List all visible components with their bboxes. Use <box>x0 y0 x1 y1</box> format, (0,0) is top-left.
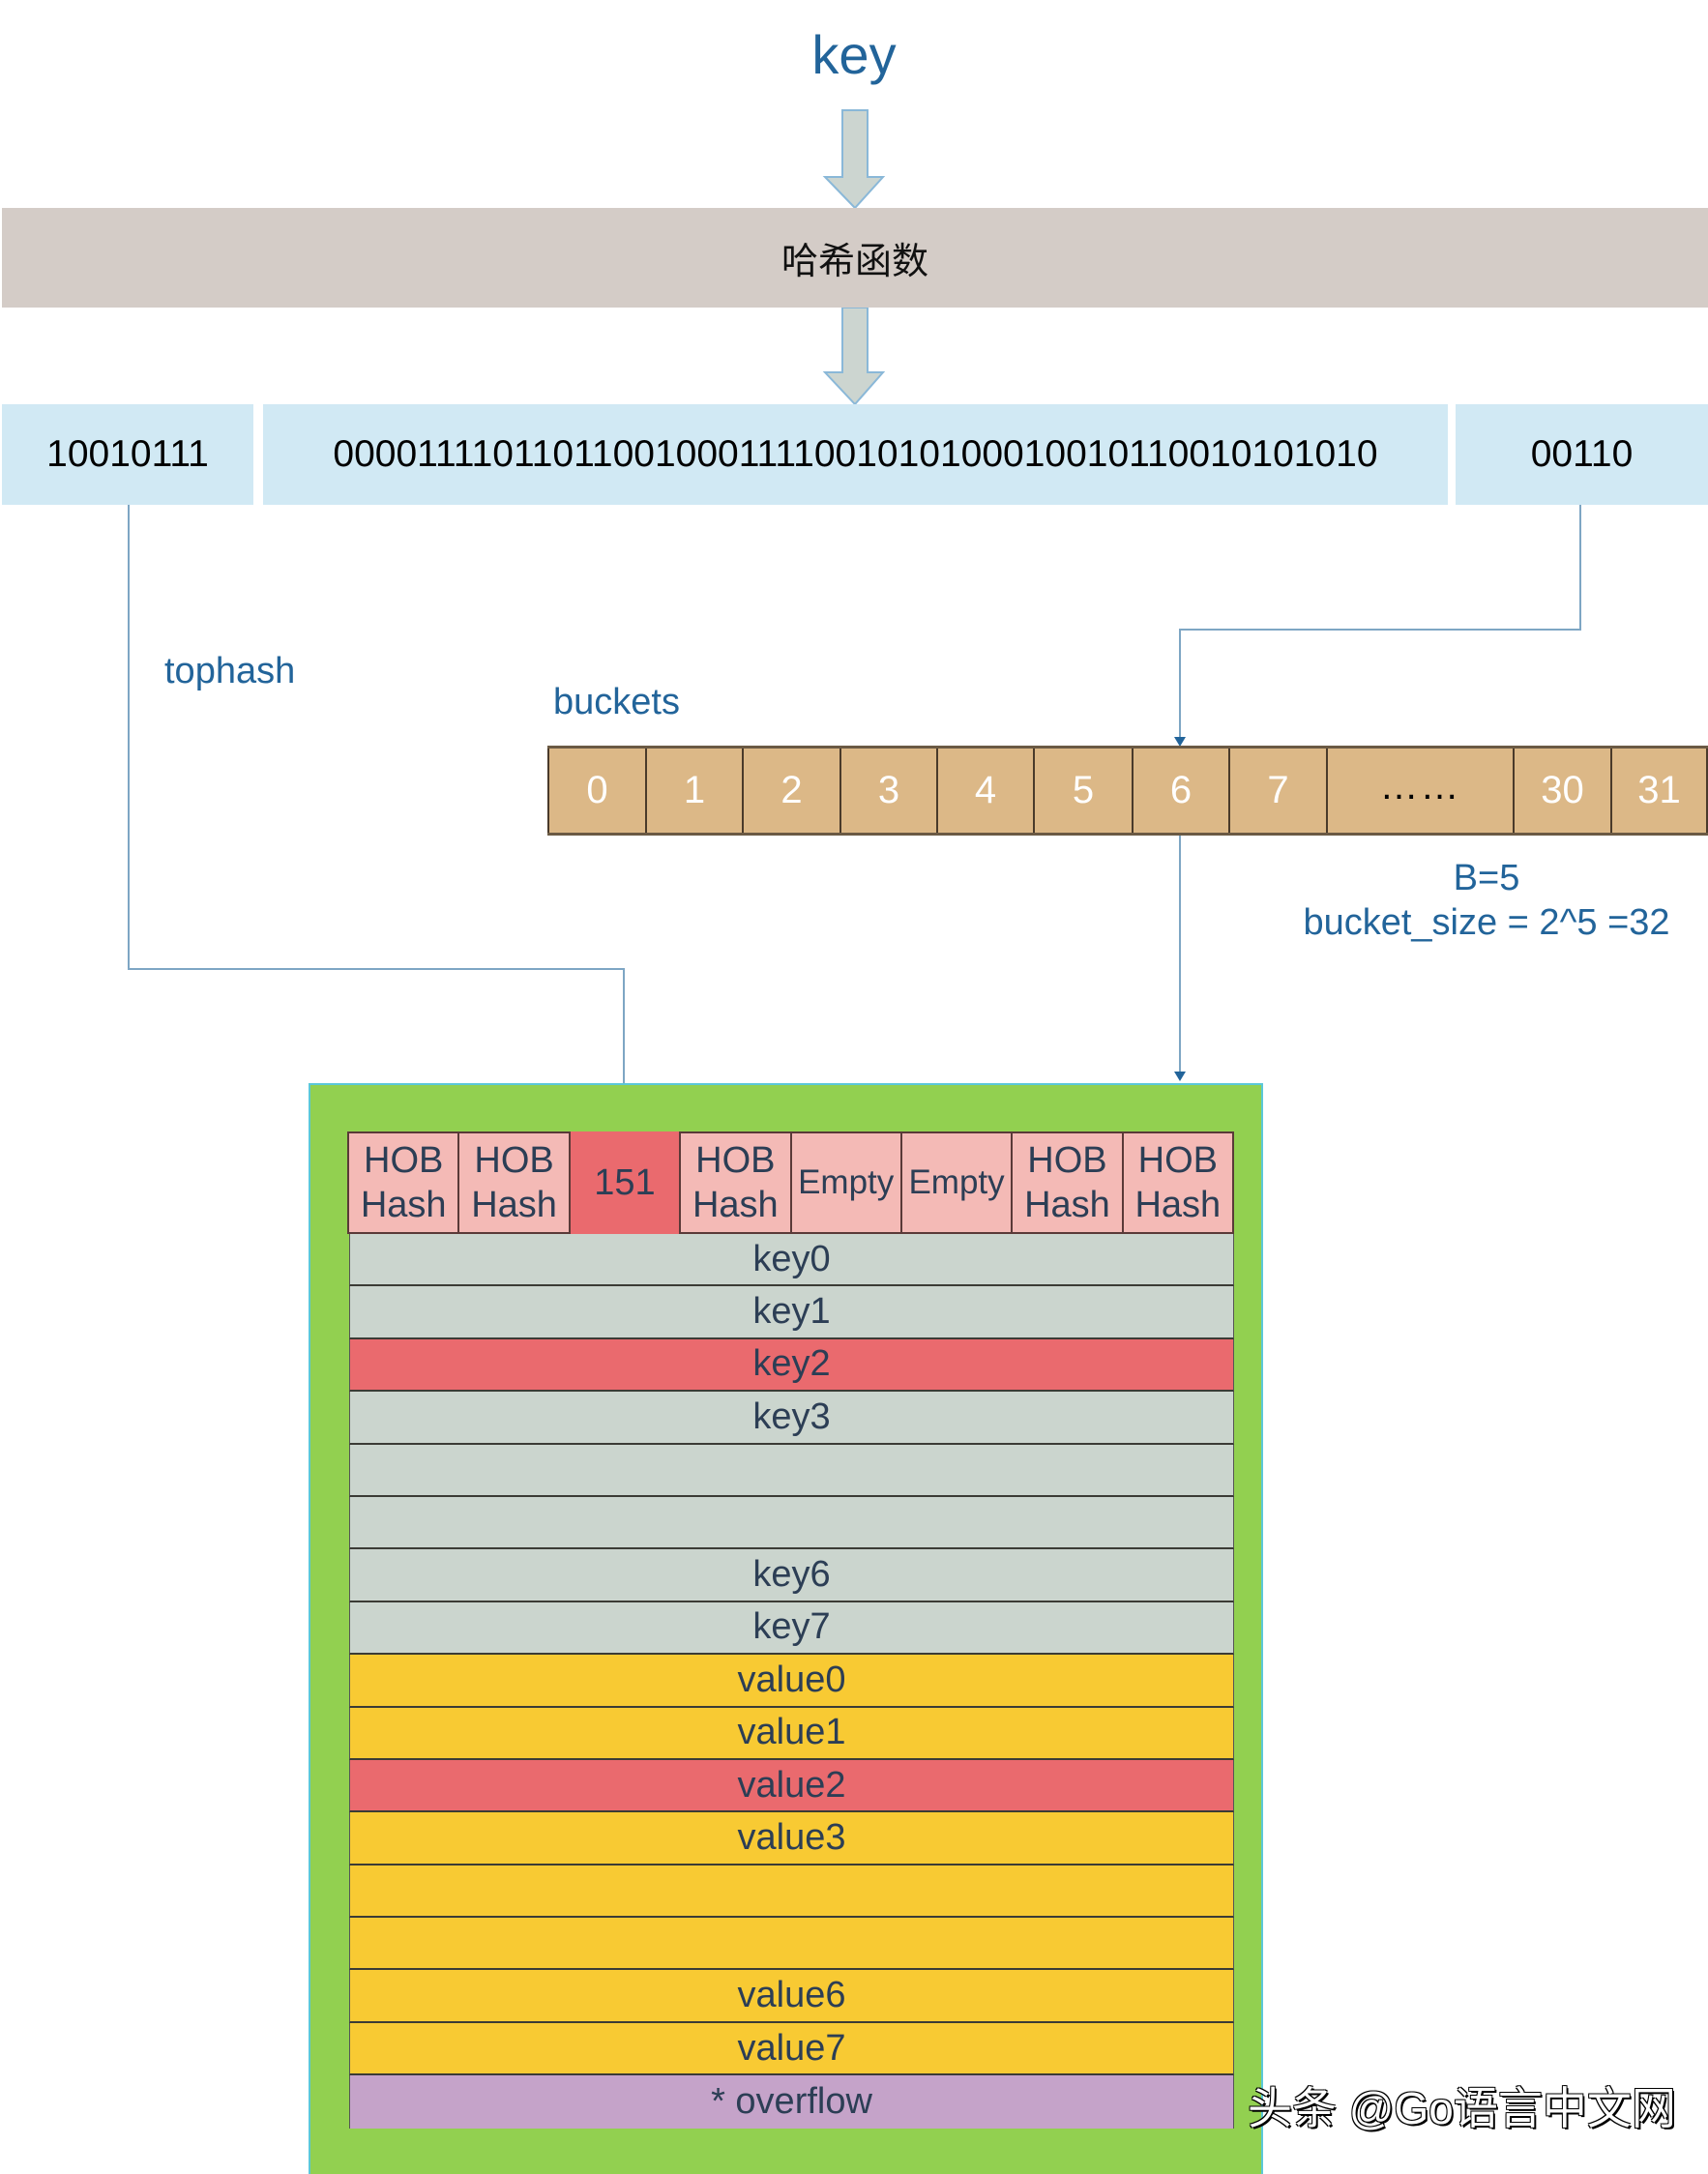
bucket-cell[interactable]: 3 <box>839 749 936 833</box>
bucket-cell[interactable]: 5 <box>1033 749 1132 833</box>
low-bits-value: 00110 <box>1530 433 1634 475</box>
value-slot-empty <box>349 1918 1234 1971</box>
value-slot: value6 <box>349 1970 1234 2023</box>
key-slot: key1 <box>349 1286 1234 1339</box>
key-slot-empty <box>349 1496 1234 1550</box>
bucket-cell[interactable]: 31 <box>1610 749 1708 833</box>
buckets-label: buckets <box>553 682 680 722</box>
value-slot-empty <box>349 1865 1234 1919</box>
bucket-ellipsis: …… <box>1326 749 1513 833</box>
bucket-cell[interactable]: 2 <box>742 749 839 833</box>
value-slot: value7 <box>349 2022 1234 2076</box>
bucket-cell[interactable]: 7 <box>1228 749 1326 833</box>
key-slot: key0 <box>349 1234 1234 1287</box>
hash-function-bar: 哈希函数 <box>2 208 1708 308</box>
low-bits-box: 00110 <box>1456 404 1708 505</box>
value-slot: value0 <box>349 1655 1234 1708</box>
key-title: key <box>811 24 897 85</box>
key-slot: key6 <box>349 1549 1234 1602</box>
bucket-cell[interactable]: 1 <box>645 749 742 833</box>
tophash-label: tophash <box>164 651 296 691</box>
key-slot: key7 <box>349 1601 1234 1656</box>
bucket-size-label: bucket_size = 2^5 =32 <box>1303 902 1670 943</box>
buckets-array: 0 1 2 3 4 5 6 7 …… 30 31 <box>547 746 1708 836</box>
tophash-cell-empty: Empty <box>899 1131 1012 1234</box>
bucket-cell[interactable]: 4 <box>936 749 1033 833</box>
key-slot-empty <box>349 1444 1234 1497</box>
high-bits-value: 10010111 <box>46 433 209 475</box>
value-slot: value1 <box>349 1707 1234 1760</box>
bucket-cell[interactable]: 30 <box>1513 749 1610 833</box>
down-arrow-icon <box>822 109 886 210</box>
watermark: 头条 @Go语言中文网 <box>1248 2083 1676 2133</box>
value-slot: value3 <box>349 1812 1234 1866</box>
bucket-cell-selected[interactable]: 6 <box>1132 749 1228 833</box>
bucket-index-connector <box>1179 505 1581 739</box>
tophash-cell-empty: Empty <box>789 1131 900 1234</box>
middle-bits-value: 0000111101101100100011110010101000100101… <box>333 433 1378 475</box>
arrowhead-icon <box>1174 1072 1186 1081</box>
middle-bits-box: 0000111101101100100011110010101000100101… <box>263 404 1448 505</box>
tophash-cell-matched: 151 <box>568 1131 680 1234</box>
arrowhead-icon <box>1174 737 1186 747</box>
bucket-cell[interactable]: 0 <box>547 749 645 833</box>
b-value-label: B=5 <box>1453 858 1520 898</box>
value-slot-matched: value2 <box>349 1759 1234 1813</box>
hash-function-label: 哈希函数 <box>780 242 928 282</box>
overflow-pointer: * overflow <box>349 2075 1234 2129</box>
tophash-connector <box>128 505 625 1124</box>
key-slot-matched: key2 <box>349 1338 1234 1393</box>
down-arrow-icon <box>822 307 886 406</box>
bucket-slots: key0 key1 key2 key3 key6 key7 value0 val… <box>349 1234 1234 2129</box>
high-bits-box: 10010111 <box>2 404 253 505</box>
key-slot: key3 <box>349 1392 1234 1445</box>
